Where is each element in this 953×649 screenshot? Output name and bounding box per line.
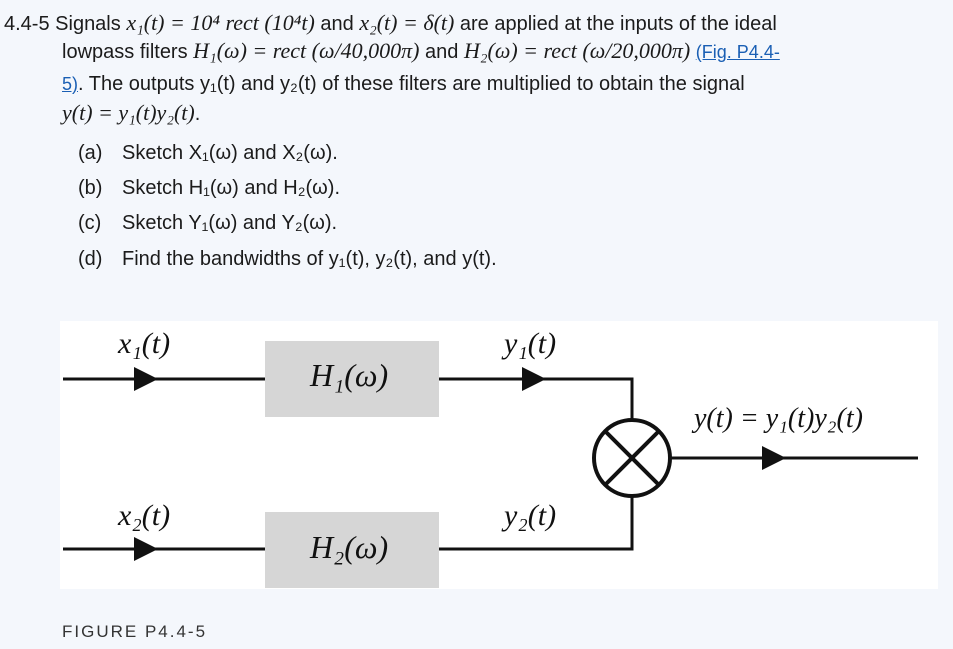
part-a: (a) Sketch X₁(ω) and X₂(ω). [78, 142, 338, 165]
h1-definition: H₁(ω) = rect (ω/40,000π) [193, 38, 420, 63]
y1-line [439, 377, 634, 419]
figure-caption: FIGURE P4.4-5 [62, 622, 208, 641]
h1-label: H₁(ω) [310, 357, 389, 393]
part-text: Sketch X₁(ω) and X₂(ω). [122, 142, 338, 164]
y-definition: y(t) = y₁(t)y₂(t) [62, 100, 195, 125]
diagram-canvas [63, 341, 918, 588]
statement-text: are applied at the inputs of the ideal [459, 13, 777, 35]
statement-text: . [194, 103, 201, 125]
part-d: (d) Find the bandwidths of y₁(t), y₂(t), … [78, 248, 497, 271]
y2-label: y₂(t) [504, 499, 557, 532]
statement-text: lowpass filters [62, 41, 188, 63]
x1-label: x₁(t) [118, 327, 171, 360]
part-tag: (d) [78, 248, 103, 270]
y2-line [439, 497, 634, 551]
statement-text: Signals [55, 13, 121, 35]
part-b: (b) Sketch H₁(ω) and H₂(ω). [78, 177, 340, 200]
part-text: Find the bandwidths of y₁(t), y₂(t), and… [122, 248, 497, 270]
x1-definition: x₁(t) = 10⁴ rect (10⁴t) [126, 10, 315, 35]
h2-definition: H₂(ω) = rect (ω/20,000π) [463, 38, 691, 63]
figure-link[interactable]: (Fig. P4.4- [695, 42, 780, 62]
statement-text: and [320, 13, 354, 35]
statement-line-2: lowpass filters H₁(ω) = rect (ω/40,000π)… [62, 38, 780, 64]
statement-text: . The outputs y₁(t) and y₂(t) of these f… [78, 73, 745, 95]
figure-link-cont[interactable]: 5) [62, 74, 79, 94]
part-tag: (b) [78, 177, 103, 199]
x2-label: x₂(t) [118, 499, 171, 532]
h2-label: H₂(ω) [310, 529, 389, 565]
x2-definition: x₂(t) = δ(t) [359, 10, 455, 35]
problem-number: 4.4-5 [4, 13, 50, 35]
block-diagram: x₁(t) x₂(t) H₁(ω) H₂(ω) y₁(t) y₂(t) y(t)… [60, 321, 938, 589]
part-text: Sketch Y₁(ω) and Y₂(ω). [122, 212, 338, 234]
part-tag: (a) [78, 142, 103, 164]
part-text: Sketch H₁(ω) and H₂(ω). [122, 177, 341, 199]
statement-text: and [425, 41, 459, 63]
statement-line-3: 5). The outputs y₁(t) and y₂(t) of these… [62, 73, 745, 96]
part-c: (c) Sketch Y₁(ω) and Y₂(ω). [78, 212, 337, 235]
statement-line-1: 4.4-5 Signals x₁(t) = 10⁴ rect (10⁴t) an… [4, 10, 777, 36]
part-tag: (c) [78, 212, 102, 234]
h1-block [265, 341, 439, 417]
h2-block [265, 512, 439, 588]
statement-line-4: y(t) = y₁(t)y₂(t). [62, 100, 200, 126]
output-label: y(t) = y₁(t)y₂(t) [694, 403, 863, 434]
y1-label: y₁(t) [504, 327, 557, 360]
